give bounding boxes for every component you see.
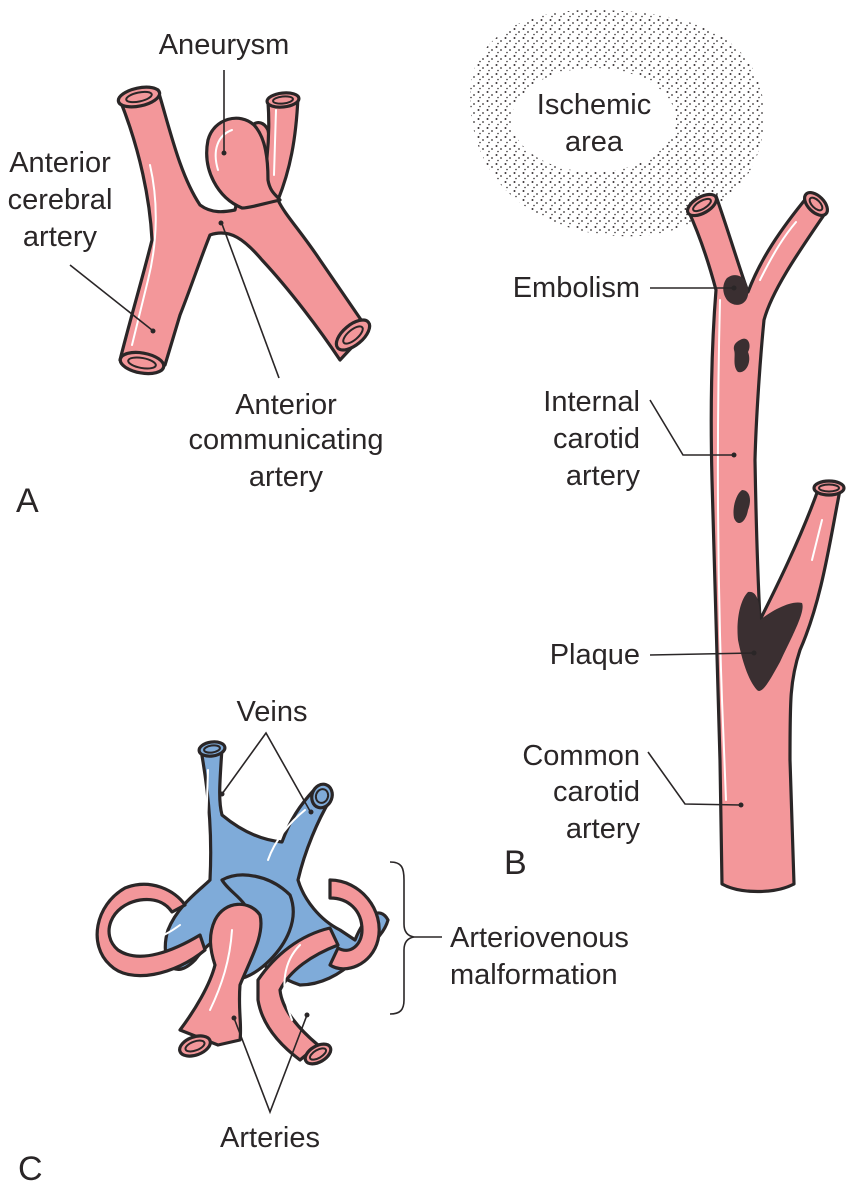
artery-loop-right xyxy=(328,878,381,971)
svg-text:Embolism: Embolism xyxy=(513,272,640,304)
plaque-deposit xyxy=(737,591,803,691)
aneurysm-label: Aneurysm xyxy=(159,29,290,61)
svg-text:communicating: communicating xyxy=(188,424,383,456)
callout-embolism: Embolism xyxy=(513,272,737,304)
svg-text:carotid: carotid xyxy=(553,776,640,808)
callout-arteriovenous-malformation: Arteriovenous malformation xyxy=(389,861,629,1015)
svg-text:malformation: malformation xyxy=(450,959,618,991)
callout-internal-carotid-artery: Internal carotid artery xyxy=(543,386,737,492)
ischemic-area: Ischemic area xyxy=(470,10,765,237)
artery-branch-left xyxy=(178,902,263,1047)
svg-text:cerebral: cerebral xyxy=(8,184,113,216)
callout-veins: Veins xyxy=(219,696,314,815)
ischemic-area-label-line1: Ischemic xyxy=(537,89,651,121)
embolism-clot xyxy=(723,275,749,305)
svg-text:artery: artery xyxy=(249,461,324,493)
callout-aneurysm: Aneurysm xyxy=(159,29,290,156)
artery-branch-right xyxy=(256,926,340,1062)
svg-text:artery: artery xyxy=(566,813,641,845)
plaque-fragment xyxy=(733,490,750,524)
panel-label-b: B xyxy=(504,844,527,882)
panel-a: Aneurysm Anterior cerebral artery Anteri… xyxy=(8,29,384,520)
svg-text:Arteries: Arteries xyxy=(220,1122,320,1154)
callout-anterior-cerebral-artery: Anterior cerebral artery xyxy=(8,147,156,334)
ischemic-area-label-line2: area xyxy=(565,126,624,158)
svg-text:Anterior: Anterior xyxy=(9,147,111,179)
carotid-artery-shape xyxy=(686,194,842,894)
panel-label-a: A xyxy=(16,482,39,520)
svg-text:Anterior: Anterior xyxy=(235,389,337,421)
panel-b: Ischemic area Embolism Internal carotid … xyxy=(470,10,846,894)
svg-text:artery: artery xyxy=(23,221,98,253)
svg-text:carotid: carotid xyxy=(553,423,640,455)
svg-text:Internal: Internal xyxy=(543,386,640,418)
callout-anterior-communicating-artery: Anterior communicating artery xyxy=(188,220,384,493)
svg-text:Arteriovenous: Arteriovenous xyxy=(450,922,629,954)
plaque-fragment xyxy=(733,338,750,373)
aneurysm-sac-shape xyxy=(205,116,282,210)
svg-text:Common: Common xyxy=(522,740,640,772)
panel-c: Veins Arteriovenous malformation Arterie… xyxy=(18,696,629,1188)
callout-common-carotid-artery: Common carotid artery xyxy=(522,740,744,845)
callout-arteries: Arteries xyxy=(220,1012,320,1154)
svg-text:Veins: Veins xyxy=(237,696,308,728)
artery-loop-left xyxy=(95,882,207,978)
svg-text:Plaque: Plaque xyxy=(550,639,640,671)
callout-plaque: Plaque xyxy=(550,639,757,671)
svg-text:artery: artery xyxy=(566,460,641,492)
panel-label-c: C xyxy=(18,1150,43,1188)
